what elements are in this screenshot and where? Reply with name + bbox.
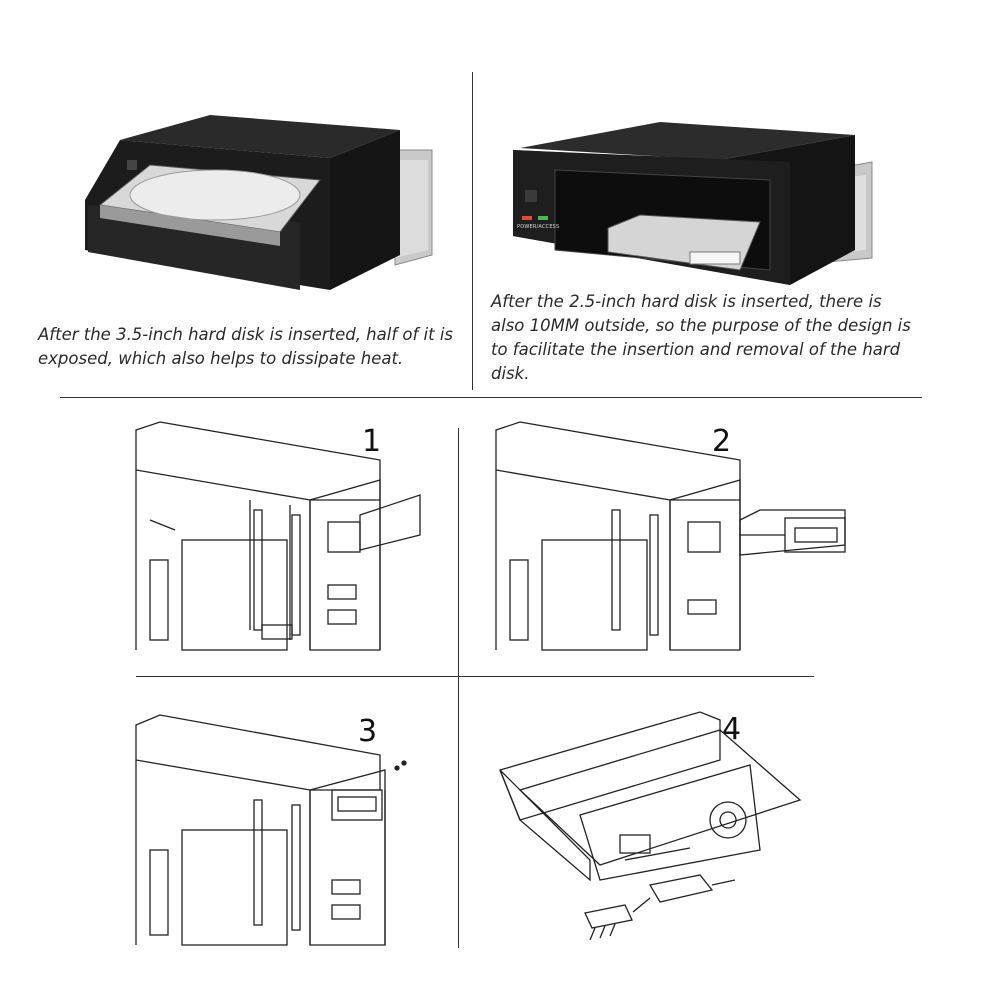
step-number-2: 2 [712, 424, 732, 459]
step-number-1: 1 [362, 424, 382, 459]
steps-vertical-divider [458, 428, 459, 948]
top-horizontal-divider [60, 397, 922, 398]
step-number-4: 4 [722, 712, 742, 747]
top-vertical-divider [472, 72, 473, 390]
steps-horizontal-divider [136, 676, 814, 677]
caption-3-5-inch: After the 3.5-inch hard disk is inserted… [38, 325, 454, 368]
step-number-3: 3 [358, 714, 378, 749]
caption-2-5-inch: After the 2.5-inch hard disk is inserted… [491, 292, 911, 383]
power-access-label: POWER/ACCESS [517, 224, 560, 230]
